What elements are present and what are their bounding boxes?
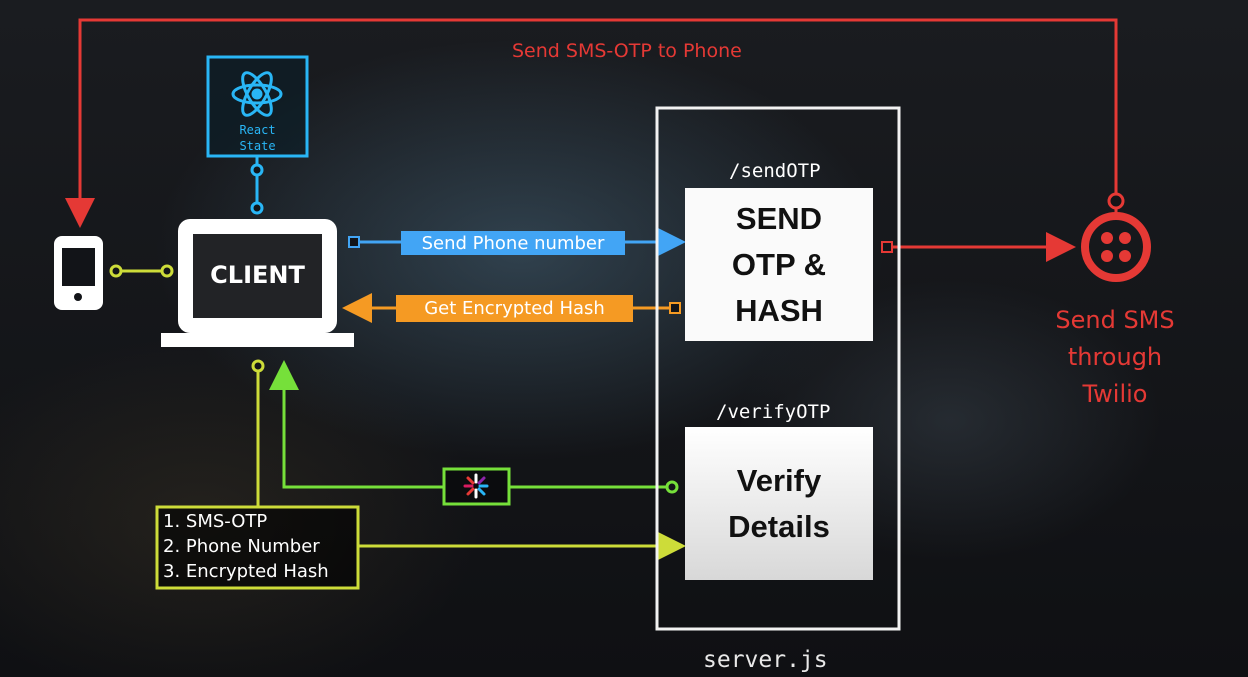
twilio-label-1: Send SMS <box>1055 306 1175 334</box>
send-otp-box: SEND OTP & HASH <box>685 188 873 341</box>
jwt-icon <box>463 473 489 499</box>
payload-box <box>155 505 360 590</box>
verify-box-line-2: Details <box>728 508 830 544</box>
server-frame <box>655 106 901 631</box>
react-label-1: React <box>239 123 276 137</box>
sms-loop-line <box>65 18 1118 228</box>
payload-item-3: 3. Encrypted Hash <box>163 561 329 582</box>
twilio-label-3: Twilio <box>1082 380 1148 408</box>
react-icon <box>231 71 283 117</box>
payload-item-1: 1. SMS-OTP <box>163 511 268 532</box>
top-label: Send SMS-OTP to Phone <box>512 40 742 62</box>
client-label: CLIENT <box>210 261 305 289</box>
server-filename: server.js <box>703 647 828 673</box>
laptop-icon <box>161 219 354 347</box>
react-label-2: State <box>239 139 276 153</box>
send-phone-label: Send Phone number <box>401 231 625 255</box>
send-box-line-3: HASH <box>735 292 823 328</box>
payload-item-2: 2. Phone Number <box>163 536 320 557</box>
sms-loop-dot <box>1107 192 1125 210</box>
verify-box-line-1: Verify <box>736 462 822 498</box>
get-hash-label: Get Encrypted Hash <box>396 295 633 322</box>
twilio-icon <box>1081 212 1151 282</box>
twilio-arrow-start <box>881 241 893 253</box>
phone-icon <box>54 236 103 310</box>
verify-route-label: /verifyOTP <box>716 401 831 423</box>
send-box-line-2: OTP & <box>731 246 827 282</box>
verify-response-line <box>269 360 668 489</box>
verify-box: Verify Details <box>685 427 873 580</box>
twilio-label-2: through <box>1067 343 1163 371</box>
send-box-line-1: SEND <box>735 200 823 236</box>
send-route-label: /sendOTP <box>729 160 821 182</box>
